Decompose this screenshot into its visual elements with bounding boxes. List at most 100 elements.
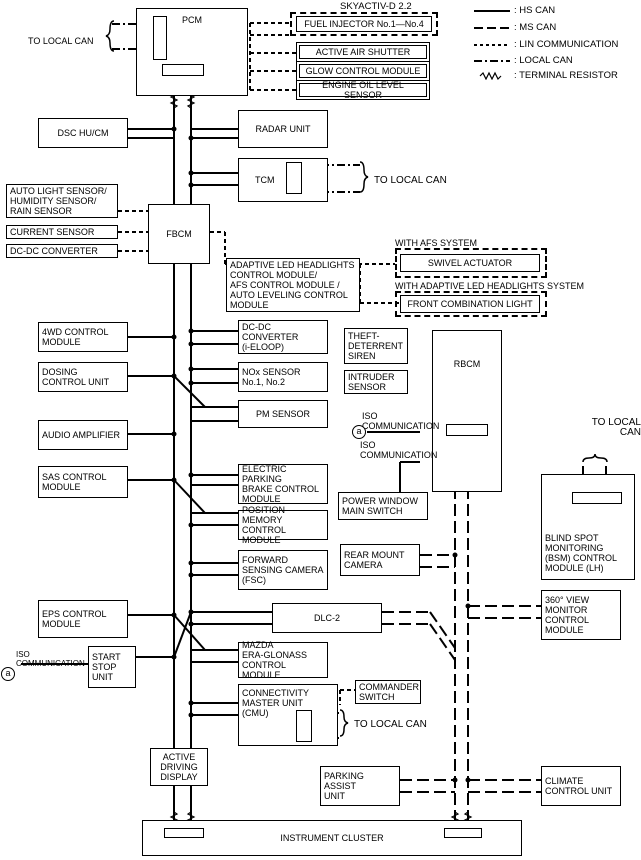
bsm-connector (572, 492, 622, 504)
auto-light-label: AUTO LIGHT SENSOR/ HUMIDITY SENSOR/ RAIN… (10, 186, 107, 216)
glow-control-label: GLOW CONTROL MODULE (305, 66, 421, 76)
commander-label: COMMANDER SWITCH (359, 682, 419, 702)
audio-amplifier-module: AUDIO AMPLIFIER (38, 420, 128, 450)
dcdc-ieloop-label: DC-DC CONVERTER (i-ELOOP) (242, 322, 299, 352)
dcdc-converter-module: DC-DC CONVERTER (6, 244, 118, 258)
connector-a-rbcm: a (352, 425, 366, 439)
climate-control-unit: CLIMATE CONTROL UNIT (541, 766, 621, 806)
fbcm-module: FBCM (148, 204, 210, 264)
awd-label: 4WD CONTROL MODULE (42, 327, 109, 347)
legend-swatches (474, 10, 510, 80)
headlights-label: ADAPTIVE LED HEADLIGHTS CONTROL MODULE/ … (230, 260, 355, 310)
current-sensor-module: CURRENT SENSOR (6, 225, 118, 239)
pcm-to-local-can-label: TO LOCAL CAN (28, 36, 94, 46)
radar-label: RADAR UNIT (255, 124, 311, 134)
fuel-injector-module: FUEL INJECTOR No.1—No.4 (296, 16, 432, 32)
cmu-to-local-can-label: TO LOCAL CAN (354, 719, 427, 730)
oil-level-sensor-module: ENGINE OIL LEVEL SENSOR (296, 80, 430, 100)
instrument-cluster-label: INSTRUMENT CLUSTER (280, 833, 384, 843)
rear-mount-camera: REAR MOUNT CAMERA (340, 544, 420, 576)
cmu-module: CONNECTIVITY MASTER UNIT (CMU) (238, 684, 338, 746)
intruder-label: INTRUDER SENSOR (348, 372, 395, 392)
theft-siren-label: THEFT- DETERRENT SIREN (348, 331, 404, 361)
legend-label-local-can: : LOCAL CAN (514, 55, 573, 66)
active-driving-display: ACTIVE DRIVING DISPLAY (150, 748, 208, 786)
with-afs-label: WITH AFS SYSTEM (395, 238, 478, 248)
awd-control-module: 4WD CONTROL MODULE (38, 322, 128, 352)
swivel-actuator-module: SWIVEL ACTUATOR (400, 254, 540, 272)
start-stop-label: START STOP UNIT (92, 652, 121, 682)
dcdc-converter-label: DC-DC CONVERTER (10, 246, 98, 256)
swivel-label: SWIVEL ACTUATOR (427, 258, 513, 268)
climate-label: CLIMATE CONTROL UNIT (545, 776, 613, 796)
pcm-can-connector (162, 64, 204, 76)
position-memory-label: POSITION MEMORY CONTROL MODULE (242, 505, 286, 545)
glow-control-module: GLOW CONTROL MODULE (296, 61, 430, 81)
cmu-label: CONNECTIVITY MASTER UNIT (CMU) (242, 688, 310, 718)
view360-module: 360° VIEW MONITOR CONTROL MODULE (541, 590, 621, 640)
dosing-label: DOSING CONTROL UNIT (42, 367, 110, 387)
cluster-ms-connector (444, 828, 482, 838)
sas-label: SAS CONTROL MODULE (42, 472, 107, 492)
sas-control-module: SAS CONTROL MODULE (38, 466, 128, 498)
cmu-connector (296, 710, 312, 742)
engine-variant-label: SKYACTIV-D 2.2 (340, 1, 412, 12)
fsc-camera-module: FORWARD SENSING CAMERA (FSC) (238, 550, 328, 590)
dlc2-label: DLC-2 (313, 613, 340, 623)
eps-control-module: EPS CONTROL MODULE (38, 600, 128, 638)
front-combination-label: FRONT COMBINATION LIGHT (407, 299, 533, 309)
fuel-injector-group (290, 12, 438, 36)
dosing-control-unit: DOSING CONTROL UNIT (38, 362, 128, 392)
with-adaptive-label: WITH ADAPTIVE LED HEADLIGHTS SYSTEM (395, 281, 585, 291)
legend-swatch-resistor (479, 71, 502, 80)
auto-light-sensor-module: AUTO LIGHT SENSOR/ HUMIDITY SENSOR/ RAIN… (6, 184, 118, 218)
tcm-label: TCM (255, 175, 275, 185)
iso-communication-label-left: ISO COMMUNICATION (16, 650, 85, 668)
active-air-shutter-label: ACTIVE AIR SHUTTER (315, 47, 411, 57)
tcm-connector (286, 162, 302, 194)
dcdc-ieloop-module: DC-DC CONVERTER (i-ELOOP) (238, 320, 328, 354)
iso-communication-label-rbcm-bottom: ISO COMMUNICATION (360, 440, 438, 460)
connector-a-left: a (1, 667, 15, 681)
legend-label-ms-can: : MS CAN (514, 22, 557, 33)
dlc2-connector: DLC-2 (272, 603, 382, 633)
nox-sensor-module: NOx SENSOR No.1, No.2 (238, 362, 328, 392)
pm-sensor-label: PM SENSOR (255, 409, 310, 419)
era-glonass-module: MAZDA ERA-GLONASS CONTROL MODULE (238, 640, 328, 680)
pcm-connector (153, 16, 167, 60)
oil-level-label: ENGINE OIL LEVEL SENSOR (322, 80, 404, 100)
rbcm-label: RBCM (453, 359, 481, 369)
instrument-cluster: INSTRUMENT CLUSTER (142, 820, 522, 856)
tcm-to-local-can-label: TO LOCAL CAN (374, 175, 447, 186)
bsm-to-local-can-label: TO LOCAL CAN (591, 417, 641, 438)
start-stop-unit: START STOP UNIT (88, 646, 136, 688)
dsc-label: DSC HU/CM (57, 128, 109, 138)
bsm-control-module: BLIND SPOT MONITORING (BSM) CONTROL MODU… (541, 474, 635, 580)
parking-assist-unit: PARKING ASSIST UNIT (320, 766, 400, 806)
fuel-injector-label: FUEL INJECTOR No.1—No.4 (304, 19, 424, 29)
power-window-label: POWER WINDOW MAIN SWITCH (342, 496, 418, 516)
cluster-hs-connector (164, 828, 204, 838)
fsc-label: FORWARD SENSING CAMERA (FSC) (242, 555, 324, 585)
intruder-sensor: INTRUDER SENSOR (344, 370, 408, 394)
front-combination-light-module: FRONT COMBINATION LIGHT (400, 295, 540, 313)
power-window-switch: POWER WINDOW MAIN SWITCH (338, 492, 428, 520)
rear-camera-label: REAR MOUNT CAMERA (344, 550, 405, 570)
radar-unit-module: RADAR UNIT (238, 110, 328, 148)
dsc-hu-cm-module: DSC HU/CM (38, 118, 128, 148)
legend-label-terminal-resistor: : TERMINAL RESISTOR (514, 70, 618, 81)
view360-label: 360° VIEW MONITOR CONTROL MODULE (545, 595, 590, 635)
pm-sensor-module: PM SENSOR (238, 400, 328, 428)
legend-label-lin: : LIN COMMUNICATION (514, 39, 619, 50)
era-glonass-label: MAZDA ERA-GLONASS CONTROL MODULE (242, 640, 308, 680)
iso-communication-label-rbcm-top: ISO COMMUNICATION (362, 411, 440, 431)
current-sensor-label: CURRENT SENSOR (10, 227, 95, 237)
epb-control-module: ELECTRIC PARKING BRAKE CONTROL MODULE (238, 464, 328, 504)
legend-label-hs-can: : HS CAN (514, 5, 556, 16)
parking-assist-label: PARKING ASSIST UNIT (324, 771, 364, 801)
commander-switch: COMMANDER SWITCH (355, 680, 421, 704)
theft-deterrent-siren: THEFT- DETERRENT SIREN (344, 328, 408, 364)
adaptive-group (395, 291, 547, 317)
nox-label: NOx SENSOR No.1, No.2 (242, 367, 301, 387)
